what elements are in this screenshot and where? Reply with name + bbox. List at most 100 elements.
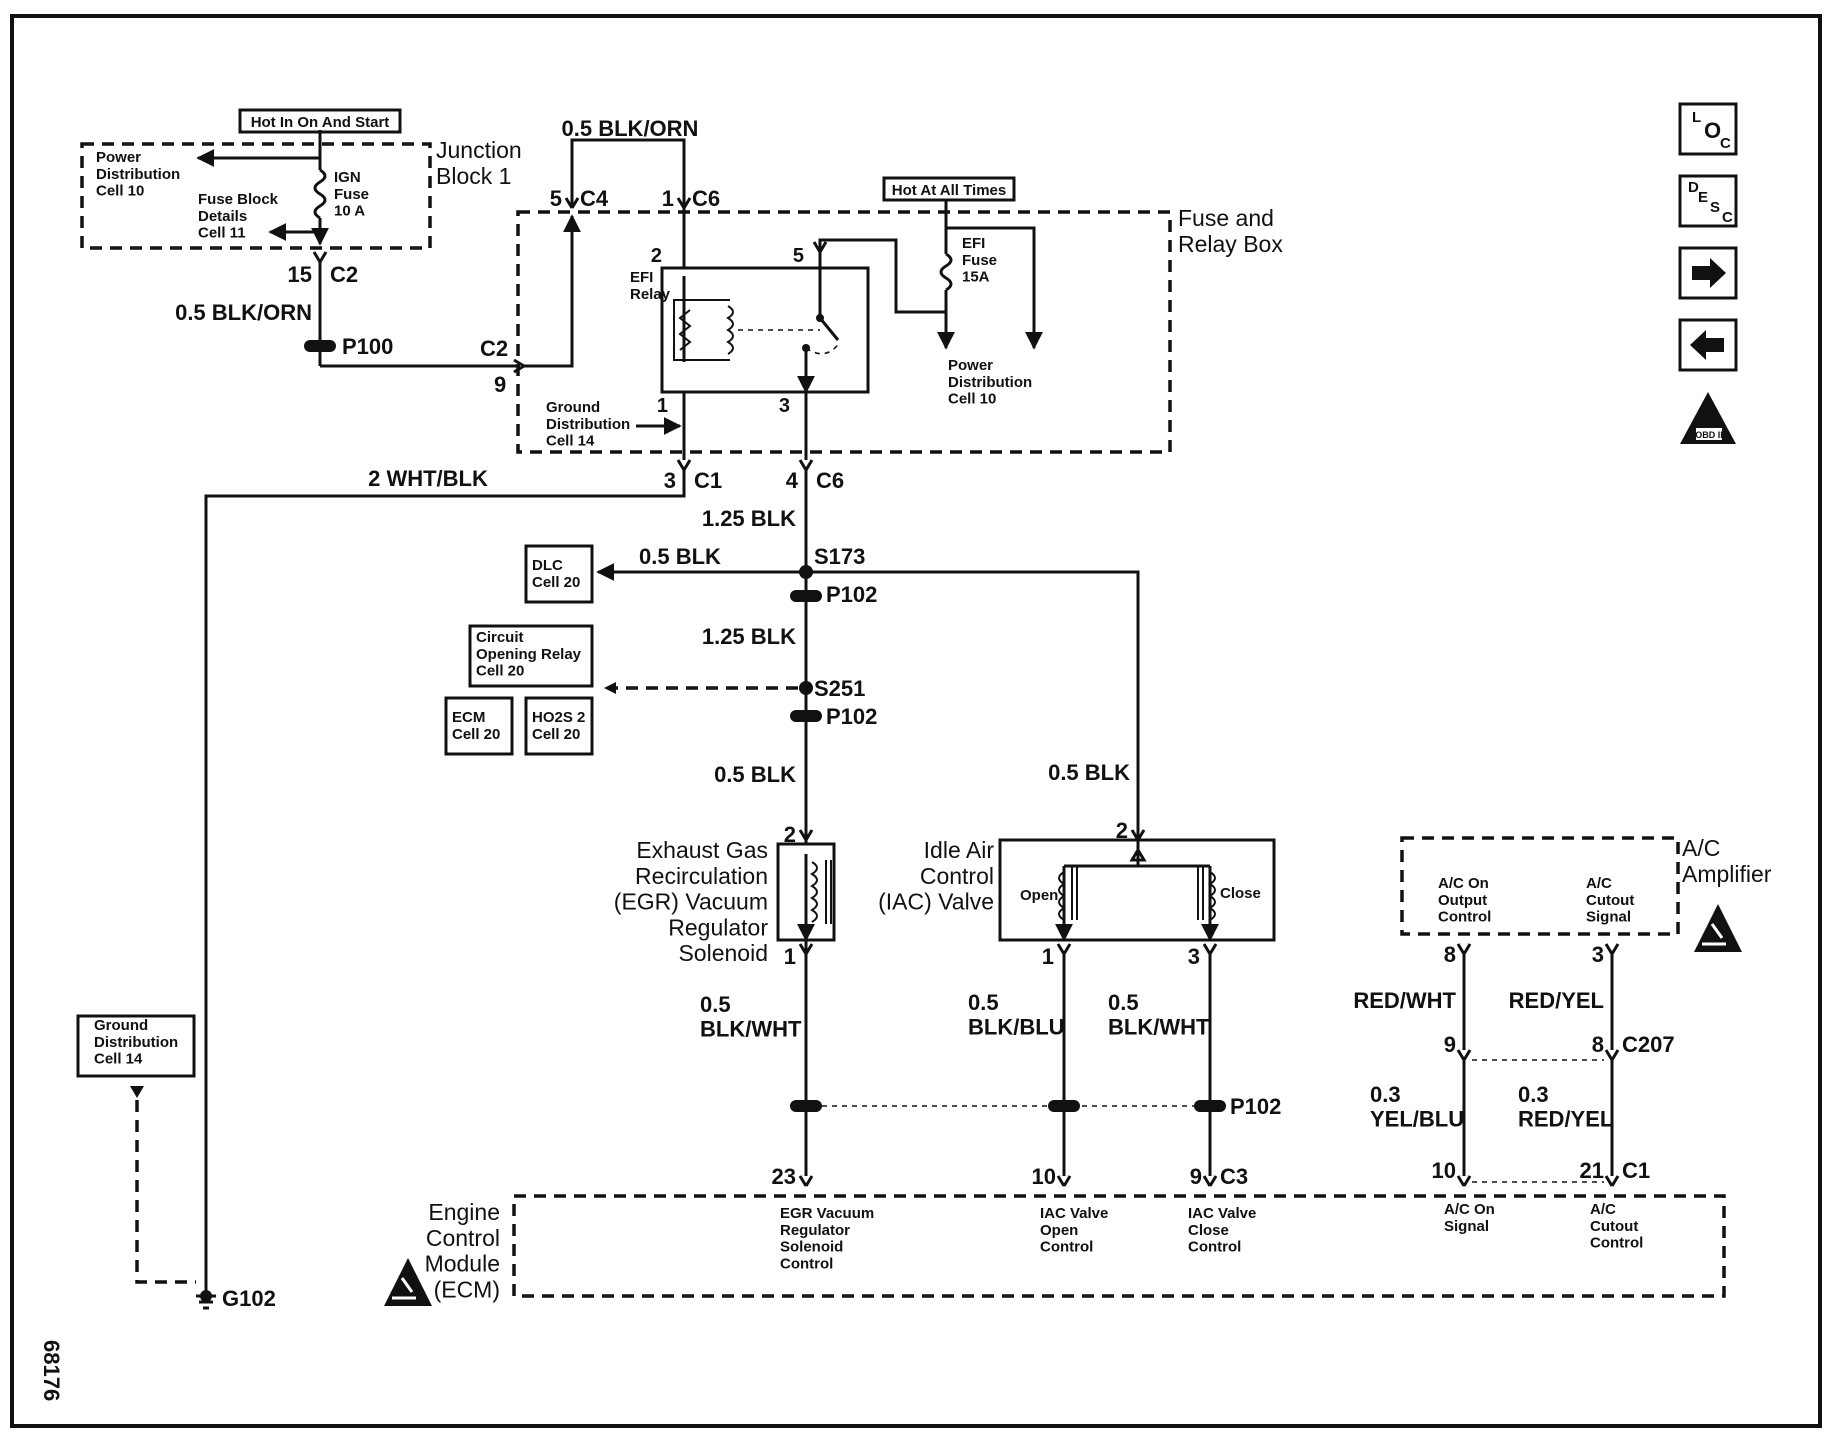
pin-3-relay: 3	[779, 395, 790, 417]
pin-9-c2: 9	[494, 372, 506, 397]
wire-blk-orn-top: 0.5 BLK/ORN	[562, 116, 699, 141]
obd-ii-icon[interactable]: OBD II	[1680, 392, 1736, 444]
splice-g102: G102	[222, 1286, 276, 1311]
wire-125-blk-b: 1.25 BLK	[702, 624, 796, 649]
hot-at-all-times-label: Hot At All Times	[892, 182, 1006, 199]
connector-c2-jb: C2	[330, 262, 358, 287]
wire-05-blk-iac: 0.5 BLK	[1048, 760, 1130, 785]
iac-pin-2: 2	[1116, 818, 1128, 843]
ecm-pins: 23 10 9 C3	[772, 1164, 1249, 1189]
desc-letter-3: S	[1710, 199, 1720, 216]
desc-letter-1: D	[1688, 179, 1699, 196]
splice-p100: P100	[342, 334, 393, 359]
splice-s173: S173	[814, 544, 865, 569]
egr-pin-1: 1	[784, 944, 796, 969]
connector-c6-bottom: C6	[816, 468, 844, 493]
connector-c1: C1	[694, 468, 722, 493]
connector-c3: C3	[1220, 1164, 1248, 1189]
iac-close-label: Close	[1220, 885, 1261, 902]
splice-p102-row: P102	[790, 954, 1281, 1176]
loc-letter-3: C	[1720, 135, 1731, 152]
ecm-pin-23: 23	[772, 1164, 796, 1189]
jb-output-wire: 15 C2 0.5 BLK/ORN P100	[175, 251, 520, 368]
egr-pin-2: 2	[784, 822, 796, 847]
arrow-right-icon[interactable]	[1678, 246, 1738, 300]
pin-4-c6: 4	[786, 468, 799, 493]
pin-5-relay: 5	[793, 245, 804, 267]
ecm-pin-9: 9	[1190, 1164, 1202, 1189]
amp-pin-8: 8	[1444, 942, 1456, 967]
pin-2-relay: 2	[651, 245, 662, 267]
wire-05-blk-dlc: 0.5 BLK	[639, 544, 721, 569]
loc-letter-1: L	[1692, 109, 1701, 126]
connector-c1-ecm: C1	[1622, 1158, 1650, 1183]
obd-label: OBD II	[1695, 430, 1723, 440]
iac-open-label: Open	[1020, 887, 1058, 904]
pin-1-relay: 1	[657, 395, 668, 417]
connector-c2-frb: C2	[480, 336, 508, 361]
pin-15-c2: 15	[288, 262, 312, 287]
ecm-pin-10b: 10	[1432, 1158, 1456, 1183]
wire-blk-orn-left: 0.5 BLK/ORN	[175, 300, 312, 325]
arrow-left-icon[interactable]	[1678, 318, 1738, 372]
c207-pin-8: 8	[1592, 1032, 1604, 1057]
desc-letter-2: E	[1698, 189, 1708, 206]
loc-icon[interactable]: L O C	[1678, 102, 1738, 156]
pin-1-c6: 1	[662, 186, 674, 211]
figure-number: 68176	[39, 1340, 64, 1401]
wire-wht-blk: 2 WHT/BLK	[368, 466, 488, 491]
desc-letter-4: C	[1722, 209, 1733, 226]
iac-pin-3: 3	[1188, 944, 1200, 969]
ecm-pin-10: 10	[1032, 1164, 1056, 1189]
hot-in-on-start-label: Hot In On And Start	[251, 114, 390, 131]
splice-s251: S251	[814, 676, 865, 701]
splice-p102-a: P102	[826, 582, 877, 607]
amp-pin-3: 3	[1592, 942, 1604, 967]
nav-icons[interactable]: L O C D E S C OBD II	[1678, 102, 1738, 444]
page-border	[10, 14, 1822, 1428]
wire-red-yel: RED/YEL	[1509, 988, 1604, 1013]
connector-c6-top: C6	[692, 186, 720, 211]
connector-c4: C4	[580, 186, 609, 211]
desc-icon[interactable]: D E S C	[1678, 174, 1738, 228]
ecm-pin-21: 21	[1580, 1158, 1604, 1183]
pin-3-c1: 3	[664, 468, 676, 493]
splice-p102-b: P102	[826, 704, 877, 729]
splice-s251-area: S251 P102 0.5 BLK	[604, 676, 877, 787]
